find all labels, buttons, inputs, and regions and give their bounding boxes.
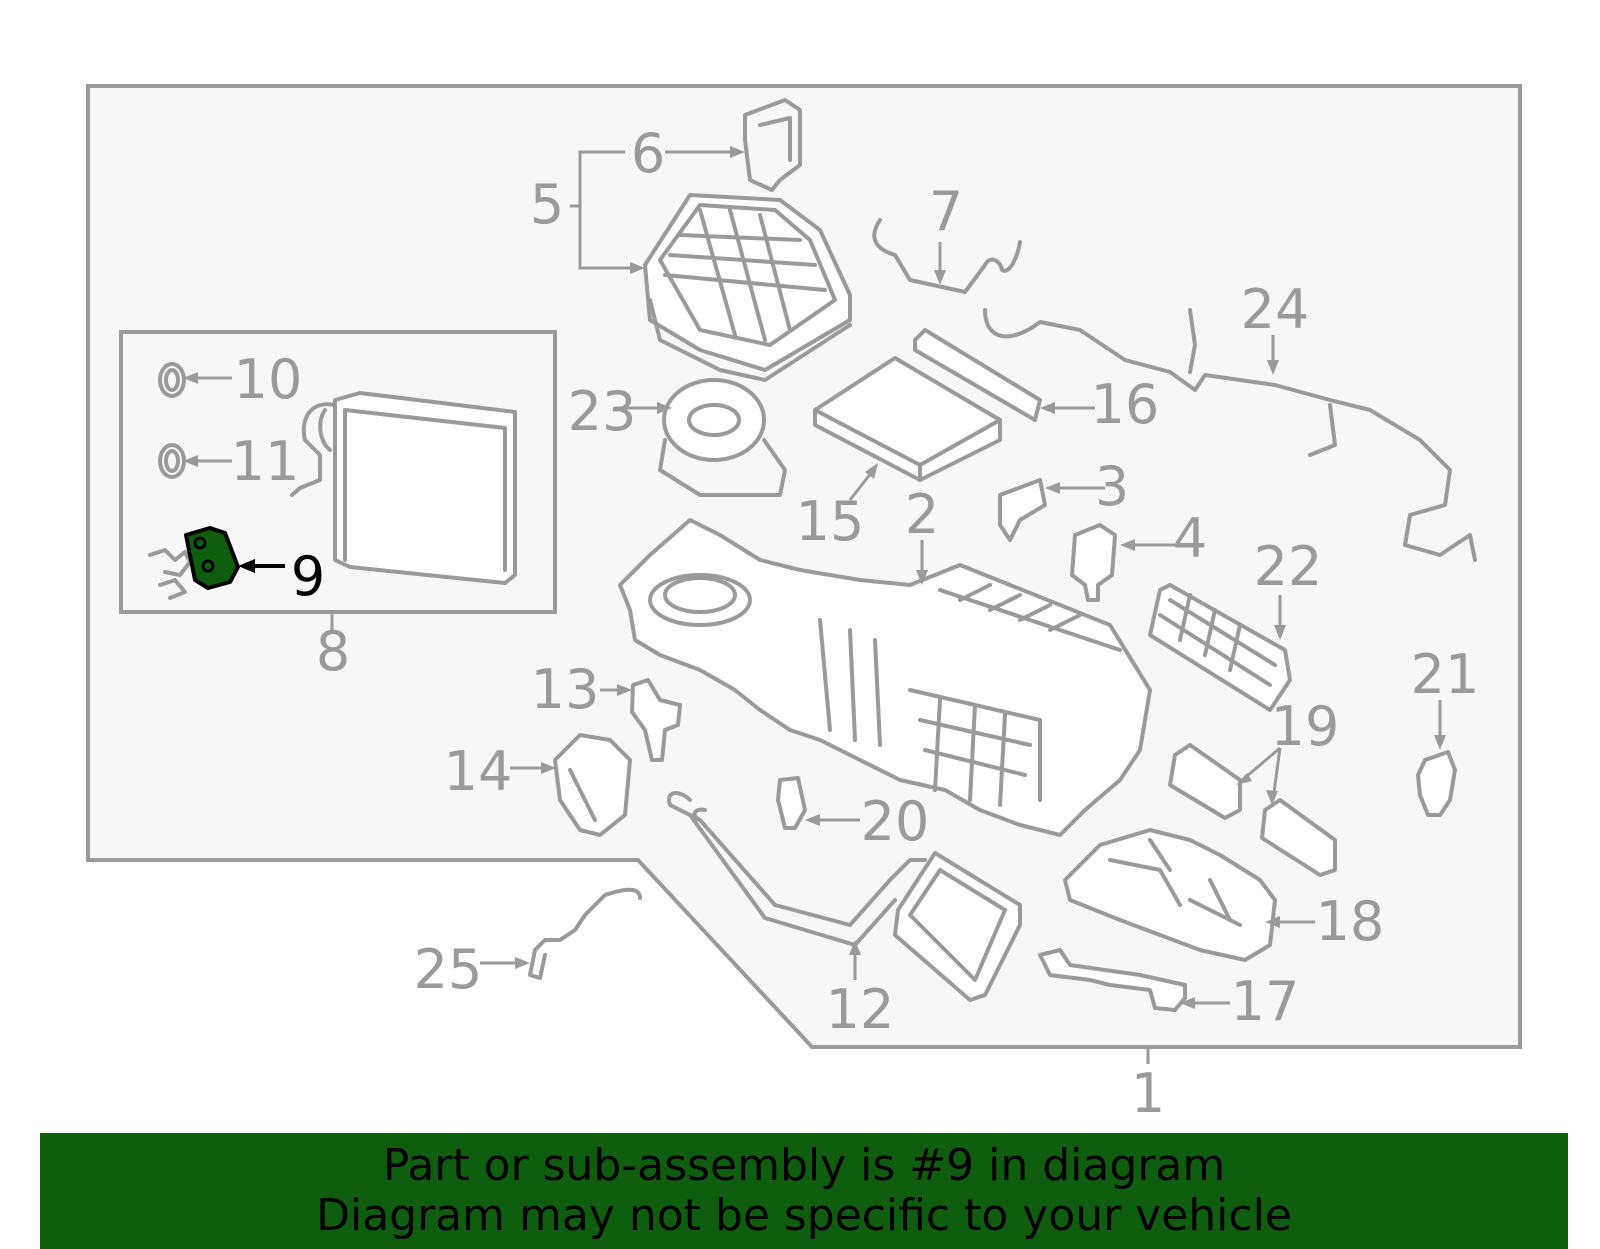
callout-14: 14 bbox=[444, 740, 513, 803]
part-4-actuator[interactable] bbox=[1070, 523, 1117, 602]
callout-15: 15 bbox=[796, 490, 865, 553]
part-10-o-ring[interactable] bbox=[158, 362, 186, 398]
part-24-wiring-harness[interactable] bbox=[983, 308, 1477, 562]
part-5-blower-housing[interactable] bbox=[643, 193, 852, 382]
part-16-filter-door[interactable] bbox=[913, 328, 1042, 422]
part-3-clip[interactable] bbox=[998, 478, 1047, 542]
callout-2: 2 bbox=[905, 483, 939, 546]
part-9-expansion-valve-highlighted[interactable] bbox=[184, 526, 240, 590]
callout-9: 9 bbox=[291, 545, 325, 608]
banner-line-2: Diagram may not be specific to your vehi… bbox=[316, 1190, 1292, 1241]
part-21-sensor[interactable] bbox=[1416, 750, 1457, 817]
part-12-heater-core[interactable] bbox=[667, 791, 1022, 1002]
part-20-clip[interactable] bbox=[776, 776, 807, 830]
part-22-grille[interactable] bbox=[1148, 583, 1292, 712]
callout-12: 12 bbox=[826, 978, 895, 1041]
callout-11: 11 bbox=[231, 430, 300, 493]
callout-23: 23 bbox=[568, 380, 637, 443]
callout-6: 6 bbox=[631, 122, 665, 185]
part-23-blower-motor[interactable] bbox=[658, 378, 787, 497]
callout-24: 24 bbox=[1241, 278, 1310, 341]
callout-1: 1 bbox=[1131, 1062, 1165, 1125]
part-2-hvac-case[interactable] bbox=[618, 518, 1152, 837]
part-13-bracket[interactable] bbox=[630, 678, 682, 762]
callout-5: 5 bbox=[530, 173, 564, 236]
callout-21: 21 bbox=[1411, 643, 1480, 706]
callout-20: 20 bbox=[861, 790, 930, 853]
part-19-doors[interactable] bbox=[1168, 743, 1337, 877]
banner-line-1: Part or sub-assembly is #9 in diagram bbox=[382, 1140, 1226, 1191]
evaporator-core[interactable] bbox=[290, 391, 517, 585]
callout-22: 22 bbox=[1254, 535, 1323, 598]
part-6-cover[interactable] bbox=[743, 98, 802, 192]
callout-16: 16 bbox=[1091, 373, 1160, 436]
part-14-duct[interactable] bbox=[553, 733, 632, 837]
callout-3: 3 bbox=[1095, 455, 1129, 518]
callout-25: 25 bbox=[414, 938, 483, 1001]
info-banner: Part or sub-assembly is #9 in diagram Di… bbox=[40, 1133, 1568, 1249]
fittings bbox=[148, 548, 192, 600]
callout-10: 10 bbox=[234, 348, 303, 411]
callout-19: 19 bbox=[1271, 695, 1340, 758]
callout-4: 4 bbox=[1173, 507, 1207, 570]
callout-7: 7 bbox=[929, 180, 963, 243]
part-18-lower-case[interactable] bbox=[1063, 828, 1277, 962]
assembly-frame bbox=[86, 84, 1522, 1049]
part-15-cabin-filter[interactable] bbox=[813, 356, 1002, 482]
part-25-drain-hose[interactable] bbox=[528, 887, 642, 980]
leader-lines bbox=[183, 146, 1446, 1009]
part-7-wire[interactable] bbox=[872, 218, 1022, 294]
callout-18: 18 bbox=[1316, 890, 1385, 953]
callout-8: 8 bbox=[316, 620, 350, 683]
callout-13: 13 bbox=[531, 658, 600, 721]
callout-17: 17 bbox=[1231, 970, 1300, 1033]
part-17-bracket[interactable] bbox=[1038, 948, 1187, 1012]
